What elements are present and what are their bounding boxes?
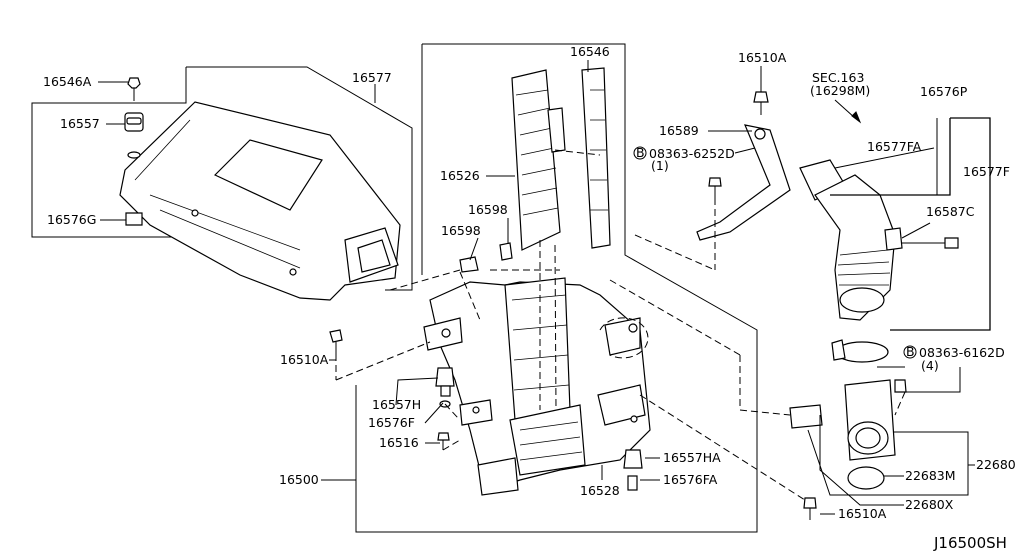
label-16516: 16516 bbox=[379, 435, 419, 450]
label-16577FA: 16577FA bbox=[867, 139, 922, 154]
bolt-symbol-6252 bbox=[633, 146, 647, 160]
sec-arrow bbox=[834, 99, 862, 124]
label-16526: 16526 bbox=[440, 168, 480, 183]
label-16576P: 16576P bbox=[920, 84, 968, 99]
frame-lines bbox=[31, 43, 758, 533]
label-22683M: 22683M bbox=[905, 468, 956, 483]
label-08363-6252D-qty: (1) bbox=[651, 158, 669, 173]
label-16576G: 16576G bbox=[47, 212, 96, 227]
upper-case bbox=[511, 69, 566, 251]
air-cleaner-cover bbox=[119, 101, 401, 301]
bolt-symbols: B B bbox=[633, 145, 917, 359]
sec-ref-line1: SEC.163 bbox=[812, 70, 864, 85]
label-16589: 16589 bbox=[659, 123, 699, 138]
label-16510A-bottom: 16510A bbox=[838, 506, 887, 521]
label-16598-upper: 16598 bbox=[468, 202, 508, 217]
label-16577: 16577 bbox=[352, 70, 392, 85]
maf-sensor bbox=[789, 379, 907, 520]
air-cleaner-body bbox=[423, 277, 651, 496]
label-16546A: 16546A bbox=[43, 74, 92, 89]
label-16510A-top: 16510A bbox=[738, 50, 787, 65]
label-16557H: 16557H bbox=[372, 397, 421, 412]
label-16587C: 16587C bbox=[926, 204, 975, 219]
cover-hardware bbox=[124, 77, 144, 226]
label-22680: 22680 bbox=[976, 457, 1016, 472]
label-16577F: 16577F bbox=[963, 164, 1010, 179]
bolt-symbol-6162 bbox=[903, 345, 917, 359]
label-16510A-left: 16510A bbox=[280, 352, 329, 367]
label-16546: 16546 bbox=[570, 44, 610, 59]
label-16576F: 16576F bbox=[368, 415, 415, 430]
label-08363-6162D: 08363-6162D bbox=[919, 345, 1005, 360]
hose-clamp bbox=[831, 339, 889, 363]
filter-element bbox=[581, 67, 611, 249]
body-hardware bbox=[329, 329, 643, 491]
part-labels: 16546A 16577 16557 16576G 16546 16526 16… bbox=[43, 44, 1016, 552]
bolt-symbol-6252-letter: B bbox=[636, 145, 645, 160]
label-16528: 16528 bbox=[580, 483, 620, 498]
label-08363-6162D-qty: (4) bbox=[921, 358, 939, 373]
sec-ref-line2: (16298M) bbox=[810, 83, 870, 98]
bolt-symbol-6162-letter: B bbox=[906, 344, 915, 359]
label-16500: 16500 bbox=[279, 472, 319, 487]
bracket bbox=[696, 91, 791, 241]
label-16598-lower: 16598 bbox=[441, 223, 481, 238]
dashed-guide-lines bbox=[335, 149, 906, 501]
clips bbox=[459, 242, 513, 273]
label-16557: 16557 bbox=[60, 116, 100, 131]
label-16557HA: 16557HA bbox=[663, 450, 721, 465]
label-08363-6252D: 08363-6252D bbox=[649, 146, 735, 161]
leader-lines bbox=[98, 60, 991, 515]
label-22680X: 22680X bbox=[905, 497, 954, 512]
intake-duct bbox=[799, 159, 959, 321]
label-16576FA: 16576FA bbox=[663, 472, 718, 487]
drawing-reference: J16500SH bbox=[933, 534, 1007, 552]
